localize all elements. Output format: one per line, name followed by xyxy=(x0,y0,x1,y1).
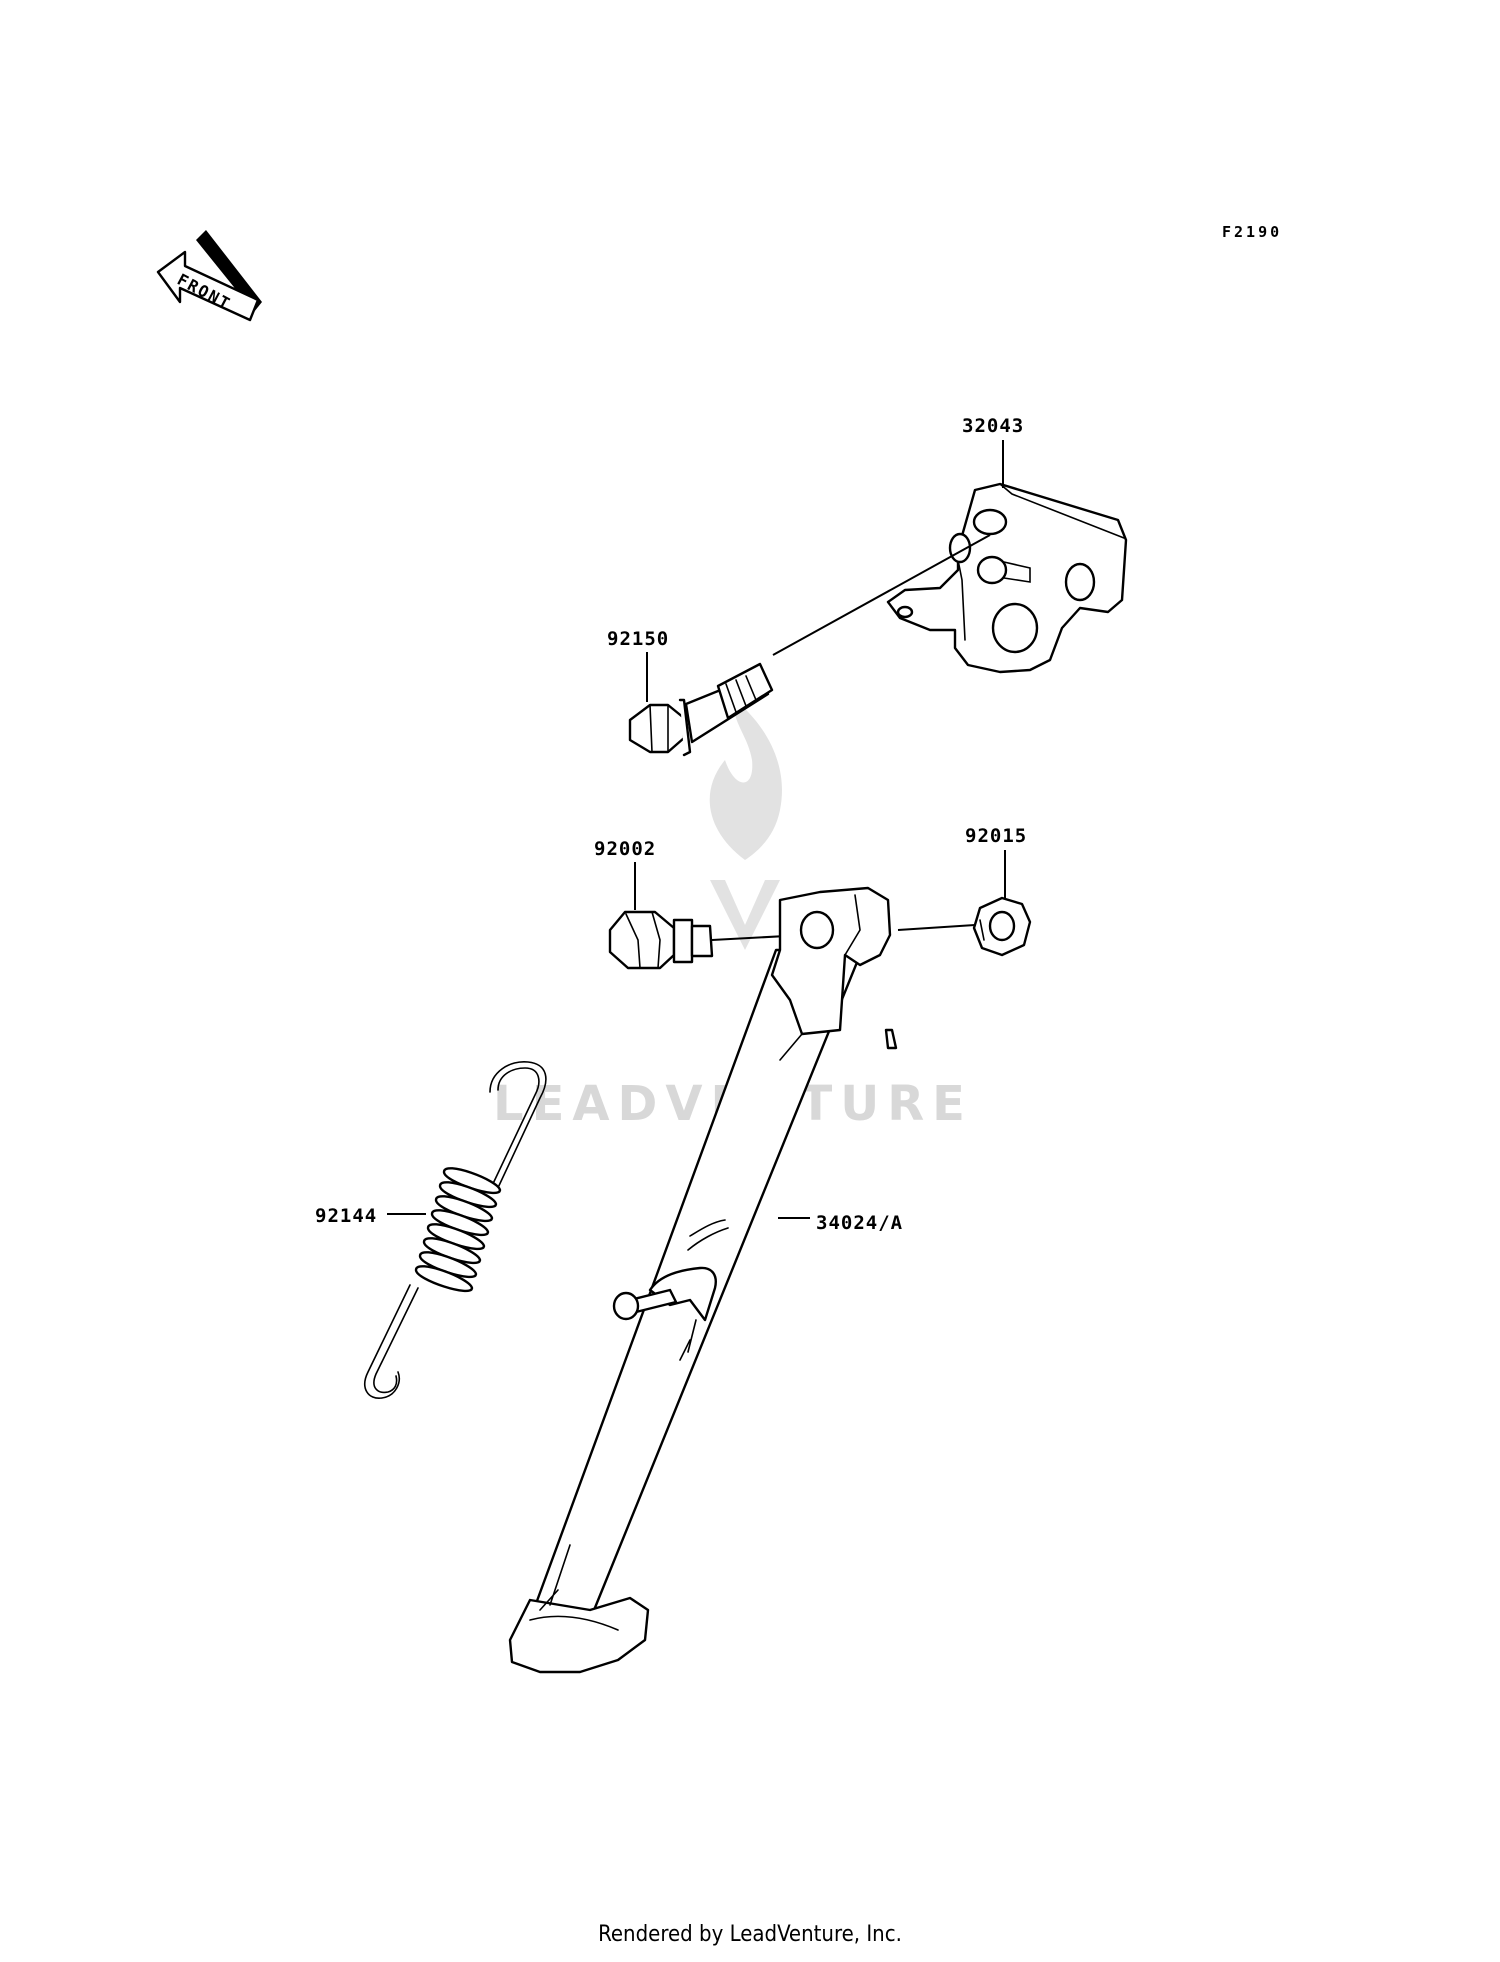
part-92144-spring xyxy=(364,1061,547,1399)
part-92150-bolt xyxy=(628,662,774,757)
front-arrow-icon: FRONT xyxy=(156,230,262,322)
part-34024a-side-stand xyxy=(508,886,898,1674)
label-92144: 92144 xyxy=(315,1205,377,1227)
label-34024a: 34024/A xyxy=(816,1212,903,1234)
alignment-line-92150 xyxy=(772,534,991,656)
label-92150: 92150 xyxy=(607,628,669,650)
diagram-code: F2190 xyxy=(1222,223,1282,241)
part-92002-pivot-bolt xyxy=(608,910,714,970)
part-92015-nut xyxy=(972,896,1032,957)
label-32043: 32043 xyxy=(962,415,1024,437)
footer-credit: Rendered by LeadVenture, Inc. xyxy=(598,1922,902,1947)
label-92002: 92002 xyxy=(594,838,656,860)
alignment-line-92015 xyxy=(897,924,976,931)
spring-coil xyxy=(414,1167,502,1293)
label-92015: 92015 xyxy=(965,825,1027,847)
part-32043-bracket xyxy=(886,482,1128,674)
